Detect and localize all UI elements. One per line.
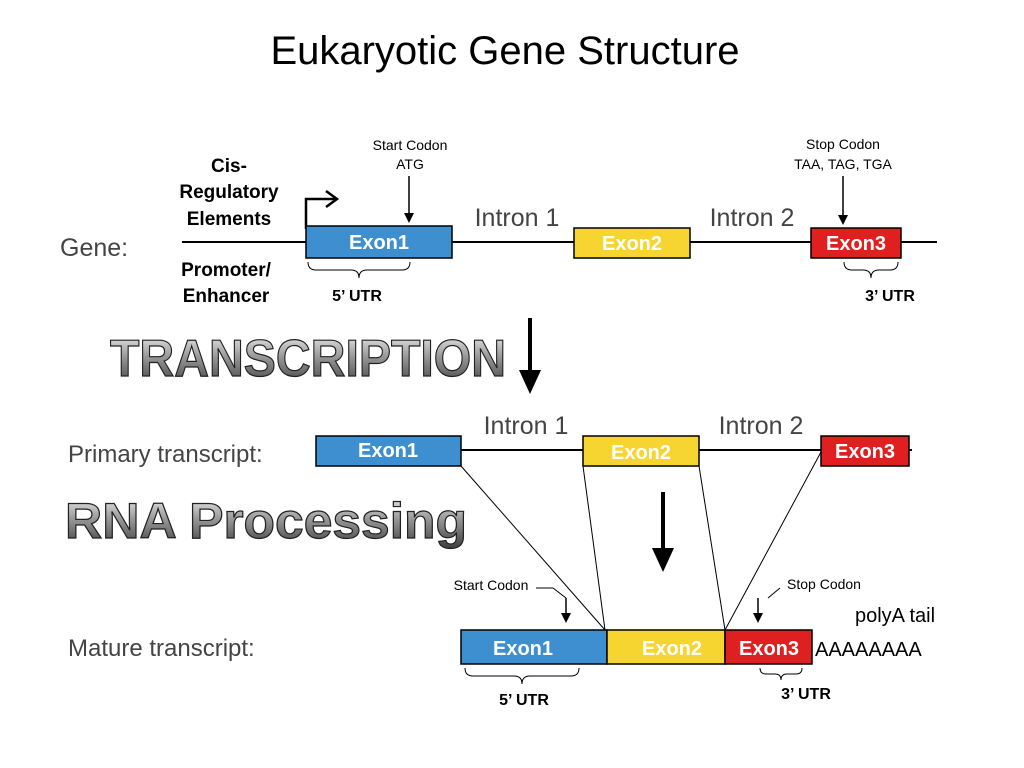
gene-intron1-label: Intron 1 (475, 204, 560, 232)
gene-5utr-brace-icon (307, 261, 411, 279)
primary-exon3-box (820, 435, 910, 467)
gene-5utr-label: 5’ UTR (332, 288, 382, 305)
gene-exon3-label: Exon3 (826, 233, 886, 255)
primary-intron1-label: Intron 1 (484, 412, 569, 440)
gene-stop-codon-line-1: Stop Codon (806, 136, 880, 152)
cis-label-line-1: Cis- (211, 156, 247, 177)
gene-3utr-label: 3’ UTR (865, 288, 915, 305)
mature-stop-codon-label: Stop Codon (787, 576, 861, 592)
primary-exon2-label: Exon2 (611, 442, 671, 464)
primary-exon3-label: Exon3 (835, 441, 895, 463)
promoter-line-2: Enhancer (183, 286, 270, 307)
mature-exon1-box (460, 629, 608, 665)
cis-label-line-3: Elements (187, 209, 271, 230)
gene-intron2-label: Intron 2 (710, 204, 795, 232)
gene-stop-codon-line-2: TAA, TAG, TGA (794, 156, 892, 172)
cis-regulatory-label: Cis- Regulatory Elements (179, 156, 279, 230)
promoter-label: Promoter/ Enhancer (181, 260, 271, 307)
gene-exon3-box (810, 227, 902, 259)
polya-sequence: AAAAAAAA (815, 639, 922, 661)
transcription-start-arrow-icon (304, 189, 340, 229)
primary-exon2-box (582, 435, 700, 467)
gene-exon1-label: Exon1 (349, 232, 409, 254)
gene-exon2-label: Exon2 (602, 233, 662, 255)
mature-5utr-brace-icon (464, 667, 580, 685)
primary-row-label: Primary transcript: (68, 441, 263, 468)
gene-stop-codon-arrow-icon (838, 176, 848, 225)
mature-3utr-label: 3’ UTR (781, 686, 831, 703)
transcription-label: TRANSCRIPTION (110, 330, 506, 388)
gene-start-codon-line-2: ATG (396, 156, 424, 172)
mature-exon3-box (724, 629, 813, 665)
processing-down-arrow-icon (652, 492, 674, 572)
primary-exon1-box (315, 435, 462, 467)
gene-exon1-box (305, 225, 453, 259)
mature-stop-codon-arrow-icon (753, 587, 781, 623)
polya-tail-label: polyA tail (855, 605, 935, 627)
primary-intron2-label: Intron 2 (719, 412, 804, 440)
mature-5utr-label: 5’ UTR (499, 692, 549, 709)
promoter-line-1: Promoter/ (181, 260, 271, 281)
mature-exon1-label: Exon1 (493, 638, 553, 660)
mature-row-label: Mature transcript: (68, 635, 255, 662)
gene-start-codon-line-1: Start Codon (373, 137, 448, 153)
mature-start-codon-arrow-icon (536, 587, 571, 623)
gene-exon2-box (573, 227, 691, 259)
rna-processing-label: RNA Processing (65, 493, 467, 549)
mature-start-codon-label: Start Codon (454, 577, 529, 593)
mature-exon2-label: Exon2 (642, 638, 702, 660)
splicing-mapping-lines (460, 451, 822, 631)
mature-exon3-label: Exon3 (739, 638, 799, 660)
cis-label-line-2: Regulatory (179, 182, 279, 203)
primary-exon1-label: Exon1 (358, 440, 418, 462)
gene-3utr-brace-icon (843, 261, 899, 279)
page-title: Eukaryotic Gene Structure (270, 29, 739, 73)
gene-row-label: Gene: (60, 234, 128, 262)
mature-3utr-brace-icon (759, 667, 803, 681)
gene-start-codon-arrow-icon (404, 176, 414, 223)
transcription-down-arrow-icon (519, 318, 541, 394)
